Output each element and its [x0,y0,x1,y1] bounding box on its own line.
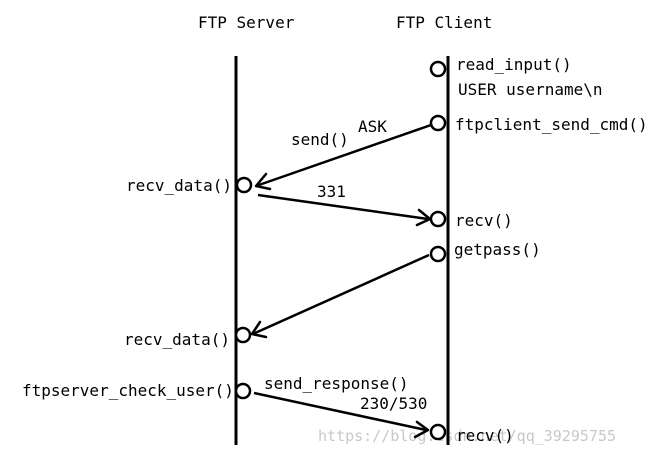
client-node-recv-1 [429,210,447,228]
msg-230-530-label: 230/530 [360,394,427,413]
client-node-recv-2 [429,423,447,441]
client-node-send-cmd [429,114,447,132]
label-user-cmd: USER username\n [458,80,603,99]
label-getpass: getpass() [454,240,541,259]
client-header: FTP Client [396,13,492,32]
ask-arrow-line [255,123,432,188]
client-node-read-input [429,60,447,78]
label-read-input: read_input() [456,55,572,74]
server-node-recv-data-1 [235,176,253,194]
server-node-recv-data-2 [234,326,252,344]
code-230-530-arrow-head [413,420,430,439]
msg-331-label: 331 [317,182,346,201]
msg-ask-label: ASK [358,117,387,136]
client-node-getpass [429,245,447,263]
label-recv-data-2: recv_data() [124,330,230,349]
label-check-user: ftpserver_check_user() [22,381,234,400]
server-header: FTP Server [198,13,295,32]
label-recv-2: recv() [456,426,514,445]
label-recv-1: recv() [455,211,513,230]
ask-arrow-head [254,172,272,191]
msg-send-response-label: send_response() [264,374,409,393]
msg-send-label: send() [291,130,349,149]
code-230-530-arrow-line [253,391,427,432]
server-node-check-user [234,382,252,400]
getpass-arrow-line [252,253,430,336]
getpass-arrow-head [250,320,268,339]
label-recv-data-1: recv_data() [126,176,232,195]
code-331-arrow-line [257,193,429,221]
watermark: https://blog.csdn.net/qq_39295755 [318,427,616,445]
label-send-cmd: ftpclient_send_cmd() [455,115,648,134]
